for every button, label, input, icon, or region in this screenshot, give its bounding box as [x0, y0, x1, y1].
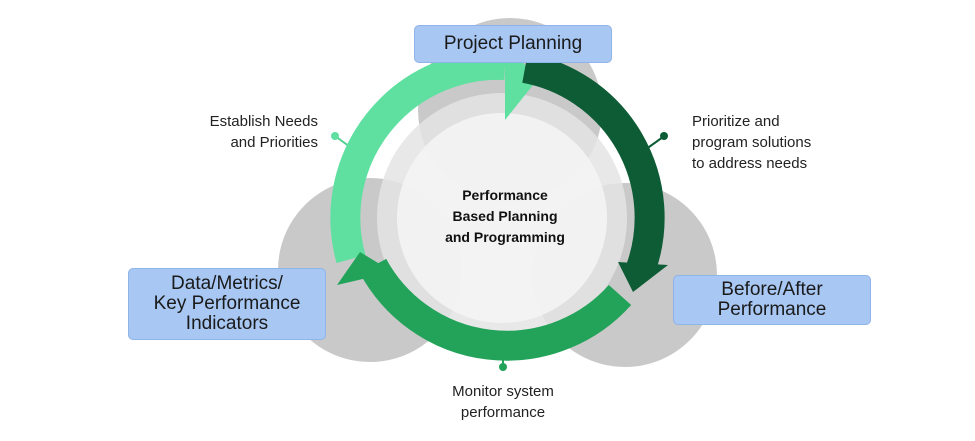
inner-white-disc: [397, 113, 607, 323]
connector-dot-bottom: [499, 363, 507, 371]
before-after-box: Before/After Performance: [673, 275, 871, 325]
connector-dot-top-right: [660, 132, 668, 140]
center-title: Performance Based Planning and Programmi…: [445, 187, 565, 245]
label-prioritize: Prioritize and program solutions to addr…: [692, 113, 812, 172]
arc-monitor: [359, 258, 632, 361]
arc-prioritize: [522, 53, 665, 273]
data-metrics-box: Data/Metrics/ Key Performance Indicators: [128, 268, 326, 340]
connector-dot-top-left: [331, 132, 339, 140]
label-monitor: Monitor system performance: [452, 383, 554, 421]
arc-establish-needs: [330, 49, 506, 264]
arrow-head-left: [337, 252, 393, 285]
project-planning-box: Project Planning: [414, 25, 612, 63]
arrow-head-right: [618, 262, 668, 292]
label-establish-needs: Establish Needs and Priorities: [209, 113, 318, 151]
